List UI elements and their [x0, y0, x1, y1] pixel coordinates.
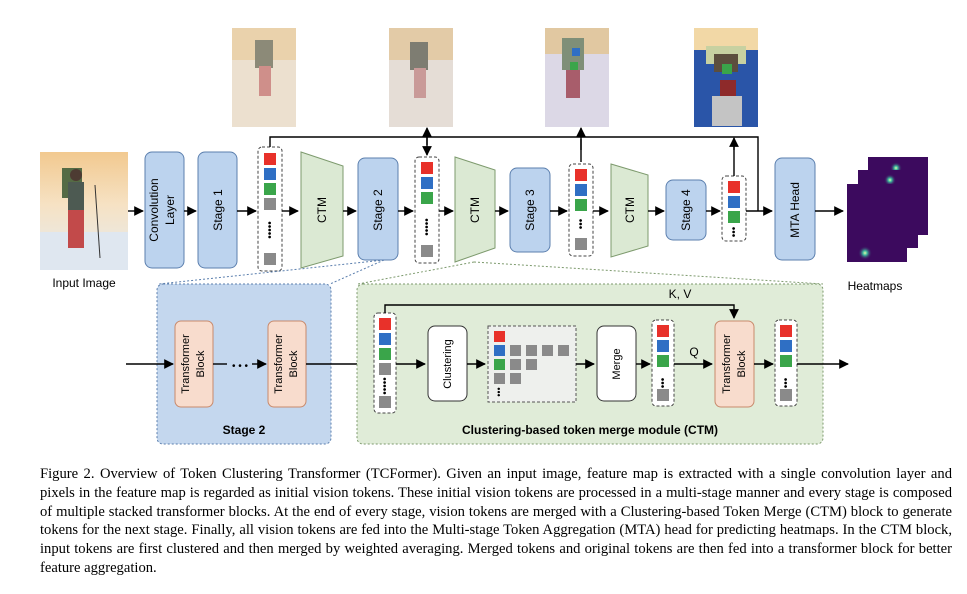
mta-head-label: MTA Head — [788, 182, 802, 238]
ctm-block-1 — [300, 151, 344, 269]
stage2-label: Stage 2 — [371, 189, 385, 231]
transformer-block-2-line1: Transformer — [273, 334, 285, 394]
q-label: Q — [689, 345, 698, 359]
merge-label: Merge — [611, 348, 623, 379]
stage2-block — [357, 157, 399, 261]
transformer-block-2-line2: Block — [288, 350, 300, 377]
svg-text:•••: ••• — [658, 377, 669, 388]
ctm-transformer-line2: Block — [736, 350, 748, 377]
stage3-label: Stage 3 — [523, 189, 537, 231]
kv-label: K, V — [669, 287, 692, 301]
ctm-label-2: CTM — [468, 197, 482, 223]
token-column-2: ••••• — [414, 156, 440, 264]
stage2-panel-title: Stage 2 — [223, 423, 266, 437]
stage4-block — [665, 179, 707, 241]
token-visualization-1 — [232, 28, 296, 127]
figure-caption: Figure 2. Overview of Token Clustering T… — [40, 466, 952, 576]
ctm-block-3 — [610, 163, 649, 258]
stage2-ellipsis: • • • — [232, 361, 249, 372]
ctm-block-2 — [454, 156, 496, 263]
convolution-label-line2: Layer — [163, 195, 177, 225]
ctm-output-tokens: ••• — [774, 319, 798, 407]
ctm-transformer-line1: Transformer — [721, 334, 733, 394]
svg-text:•••: ••• — [576, 218, 587, 229]
stage1-label: Stage 1 — [211, 189, 225, 231]
ctm-label-1: CTM — [315, 197, 329, 223]
token-column-3: ••• — [568, 163, 594, 257]
svg-text:•••: ••• — [729, 226, 740, 237]
input-image — [40, 152, 128, 270]
ctm-input-tokens: ••••• — [373, 312, 397, 414]
clustering-label: Clustering — [442, 339, 454, 389]
svg-text:•••: ••• — [494, 387, 504, 396]
heatmaps-stack — [847, 157, 928, 262]
stage4-label: Stage 4 — [679, 189, 693, 231]
transformer-block-1-line2: Block — [195, 350, 207, 377]
ctm-label-3: CTM — [623, 197, 637, 223]
token-visualization-4 — [694, 28, 758, 127]
stage1-block — [197, 151, 238, 269]
token-column-4: ••• — [721, 175, 747, 242]
transformer-block-1-line1: Transformer — [180, 334, 192, 394]
stage3-block — [509, 167, 551, 253]
token-visualization-2 — [389, 28, 453, 127]
ctm-merged-tokens: ••• — [651, 319, 675, 407]
token-visualization-3 — [545, 28, 609, 127]
token-column-1: ••••• — [257, 146, 283, 272]
svg-text:•••••: ••••• — [380, 377, 391, 395]
svg-text:•••••: ••••• — [265, 221, 276, 239]
ctm-panel-title: Clustering-based token merge module (CTM… — [462, 423, 718, 437]
convolution-layer-block — [144, 151, 185, 269]
svg-text:•••••: ••••• — [422, 218, 433, 236]
mta-head-block — [774, 157, 816, 261]
convolution-label-line1: Convolution — [147, 178, 161, 241]
clustered-token-grid: ••• — [487, 325, 577, 403]
heatmaps-label: Heatmaps — [848, 279, 903, 293]
input-image-label: Input Image — [52, 276, 116, 290]
svg-text:•••: ••• — [781, 377, 792, 388]
